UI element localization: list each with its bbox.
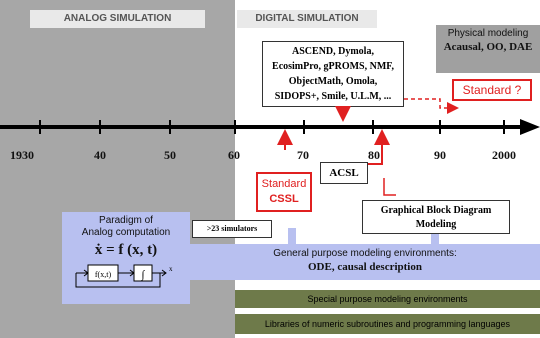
simulators-box: >23 simulators	[192, 220, 272, 238]
standard-question-box: Standard ?	[452, 79, 532, 101]
physical-modeling-subtitle: Acausal, OO, DAE	[443, 41, 533, 53]
block-integral-label: ∫	[140, 269, 145, 281]
tick-80: 80	[368, 148, 380, 162]
general-purpose-title: General purpose modeling environments:	[273, 248, 457, 259]
paradigm-box: Paradigm of Analog computation ẋ = f (x,…	[62, 212, 190, 304]
standard-cssl-line1: Standard	[261, 178, 307, 190]
acsl-box: ACSL	[320, 162, 368, 184]
tick-90: 90	[434, 148, 446, 162]
modeling-languages-box: ASCEND, Dymola, EcosimPro, gPROMS, NMF, …	[262, 41, 404, 107]
tick-40: 40	[94, 148, 106, 162]
paradigm-equation: ẋ = f (x, t)	[94, 242, 158, 258]
acsl-arrow	[368, 129, 390, 165]
languages-line: EcosimPro, gPROMS, NMF,	[272, 61, 394, 72]
general-purpose-band: General purpose modeling environments: O…	[190, 244, 540, 280]
general-purpose-subtitle: ODE, causal description	[308, 261, 422, 273]
analog-simulation-header: ANALOG SIMULATION	[30, 10, 205, 28]
languages-line: SIDOPS+, Smile, U.L.M, ...	[274, 91, 392, 102]
dashed-arrow	[404, 98, 459, 114]
block-diagram-icon: f(x,t) ∫ x	[75, 264, 173, 288]
tick-1930: 1930	[10, 148, 34, 162]
gbd-line1: Graphical Block Diagram	[380, 205, 492, 216]
gbd-line2: Modeling	[415, 219, 457, 230]
block-fxt-label: f(x,t)	[95, 270, 112, 279]
block-output-label: x	[169, 265, 173, 273]
languages-line: ASCEND, Dymola,	[292, 46, 374, 57]
standard-cssl-box: Standard CSSL	[256, 172, 312, 212]
tick-60: 60	[228, 148, 240, 162]
paradigm-subtitle: Analog computation	[81, 227, 171, 238]
special-purpose-band: Special purpose modeling environments	[235, 290, 540, 308]
libraries-band: Libraries of numeric subroutines and pro…	[235, 314, 540, 334]
tick-2000: 2000	[492, 148, 516, 162]
languages-line: ObjectMath, Omola,	[288, 76, 378, 87]
physical-modeling-title: Physical modeling	[447, 28, 529, 39]
timeline-arrowhead	[520, 119, 540, 135]
paradigm-title: Paradigm of	[99, 215, 153, 226]
tick-50: 50	[164, 148, 176, 162]
tick-70: 70	[297, 148, 309, 162]
graphical-block-diagram-box: Graphical Block Diagram Modeling	[362, 200, 510, 234]
standard-cssl-line2: CSSL	[269, 193, 299, 205]
gbd-connector	[383, 178, 396, 196]
digital-simulation-header: DIGITAL SIMULATION	[237, 10, 377, 28]
physical-modeling-box: Physical modeling Acausal, OO, DAE	[436, 25, 540, 73]
